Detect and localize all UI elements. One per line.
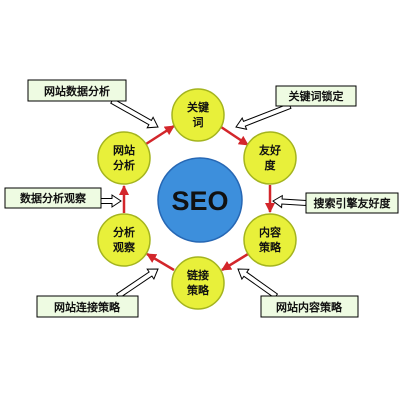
node-circle	[171, 88, 225, 142]
callout-label: 网站内容策略	[276, 300, 343, 314]
callout-site-link-strategy: 网站连接策略	[36, 295, 139, 318]
callout-arrow-site-data-analysis	[110, 98, 159, 129]
node-circle	[243, 131, 297, 185]
callout-arrow-site-link-strategy	[115, 268, 159, 299]
node-circle	[97, 213, 151, 267]
callout-label: 关键词锁定	[289, 89, 344, 103]
node-circle	[171, 256, 225, 310]
node-label-line-2: 策略	[258, 240, 282, 254]
callout-arrow-data-observation	[100, 194, 122, 208]
callout-box	[4, 187, 102, 209]
callout-arrow-search-friendliness	[272, 194, 307, 209]
callout-label: 网站数据分析	[44, 84, 110, 98]
cycle-arrows	[119, 124, 275, 272]
arrow-links-to-observation	[146, 252, 175, 272]
node-content-strategy: 内容 策略	[243, 213, 297, 267]
callout-search-friendliness: 搜索引擎友好度	[305, 192, 399, 214]
callout-site-data-analysis: 网站数据分析	[27, 79, 127, 102]
callout-box	[36, 295, 139, 318]
callout-box	[27, 79, 127, 102]
node-circle	[243, 213, 297, 267]
node-keywords: 关键 词	[171, 88, 225, 142]
node-link-strategy: 链接 策略	[171, 256, 225, 310]
callout-data-observation: 数据分析观察	[4, 187, 102, 209]
callout-site-content-strategy: 网站内容策略	[260, 295, 359, 318]
callout-keyword-lock: 关键词锁定	[275, 85, 357, 107]
arrow-keywords-to-friendliness	[220, 125, 249, 147]
node-label-line-1: 网站	[113, 143, 135, 157]
node-label-line-1: 关键	[187, 100, 210, 114]
callout-label: 搜索引擎友好度	[314, 196, 392, 210]
callout-label: 数据分析观察	[20, 191, 87, 205]
callout-arrows	[100, 98, 307, 299]
node-label-line-1: 内容	[259, 225, 281, 239]
center-label: SEO	[171, 186, 228, 216]
callout-arrow-site-content-strategy	[237, 268, 279, 299]
node-circle	[97, 131, 151, 185]
callout-box	[260, 295, 359, 318]
node-label-line-2: 度	[265, 158, 277, 172]
node-site-analysis: 网站 分析	[97, 131, 151, 185]
arrow-analysis-to-keywords	[145, 124, 175, 146]
node-label-line-2: 分析	[113, 158, 135, 172]
node-friendliness: 友好 度	[243, 131, 297, 185]
callout-label: 网站连接策略	[54, 300, 121, 314]
callout-box	[305, 192, 399, 214]
node-observation: 分析 观察	[97, 213, 151, 267]
center-circle	[157, 157, 243, 243]
arrow-content-to-links	[221, 252, 249, 272]
node-label-line-1: 友好	[259, 143, 281, 157]
node-label-line-2: 观察	[113, 240, 136, 254]
node-label-line-2: 策略	[186, 283, 210, 297]
node-label-line-2: 词	[193, 116, 204, 129]
callout-box	[275, 85, 357, 107]
callout-arrow-keyword-lock	[235, 103, 292, 130]
node-label-line-1: 链接	[187, 268, 209, 282]
center-node: SEO	[157, 157, 243, 243]
node-label-line-1: 分析	[113, 225, 135, 239]
